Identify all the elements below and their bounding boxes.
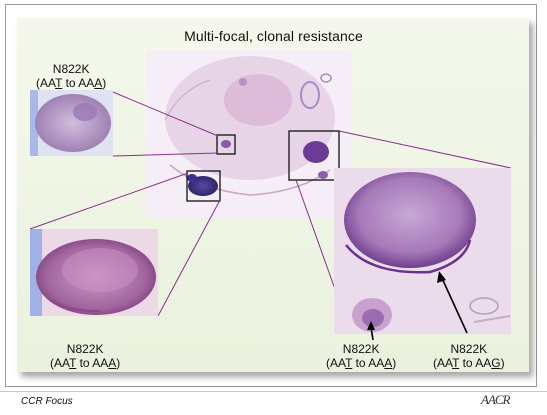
- mutation-name: N822K: [52, 62, 90, 76]
- codon-change: (AAT to AAG): [433, 356, 505, 370]
- roi-box-left: [186, 170, 221, 202]
- arrows: [367, 271, 468, 341]
- roi-box-right: [288, 130, 340, 181]
- footer-divider: [0, 391, 547, 392]
- inset-top-left: [30, 90, 113, 156]
- figure-title: Multi-focal, clonal resistance: [184, 28, 363, 44]
- codon-change: (AAT to AAA): [326, 356, 397, 370]
- callout-label-bottom-right: N822K (AAT to AAG): [433, 342, 505, 370]
- mutation-name: N822K: [342, 342, 380, 356]
- mutation-name: N822K: [66, 342, 104, 356]
- aacr-logo: AACR: [481, 392, 510, 407]
- callout-label-bottom-left: N822K (AAT to AAA): [50, 342, 120, 370]
- mutation-name: N822K: [450, 342, 488, 356]
- callout-label-bottom-middle: N822K (AAT to AAA): [326, 342, 396, 370]
- callout-label-top-left: N822K (AAT to AAA): [36, 62, 106, 90]
- overview-section: [146, 50, 351, 217]
- roi-box-top-small: [216, 134, 236, 155]
- inset-bottom-left: [30, 229, 158, 316]
- codon-change: (AAT to AAA): [50, 356, 121, 370]
- inset-right: [334, 168, 511, 334]
- codon-change: (AAT to AAA): [36, 76, 107, 90]
- journal-name: CCR Focus: [21, 396, 73, 407]
